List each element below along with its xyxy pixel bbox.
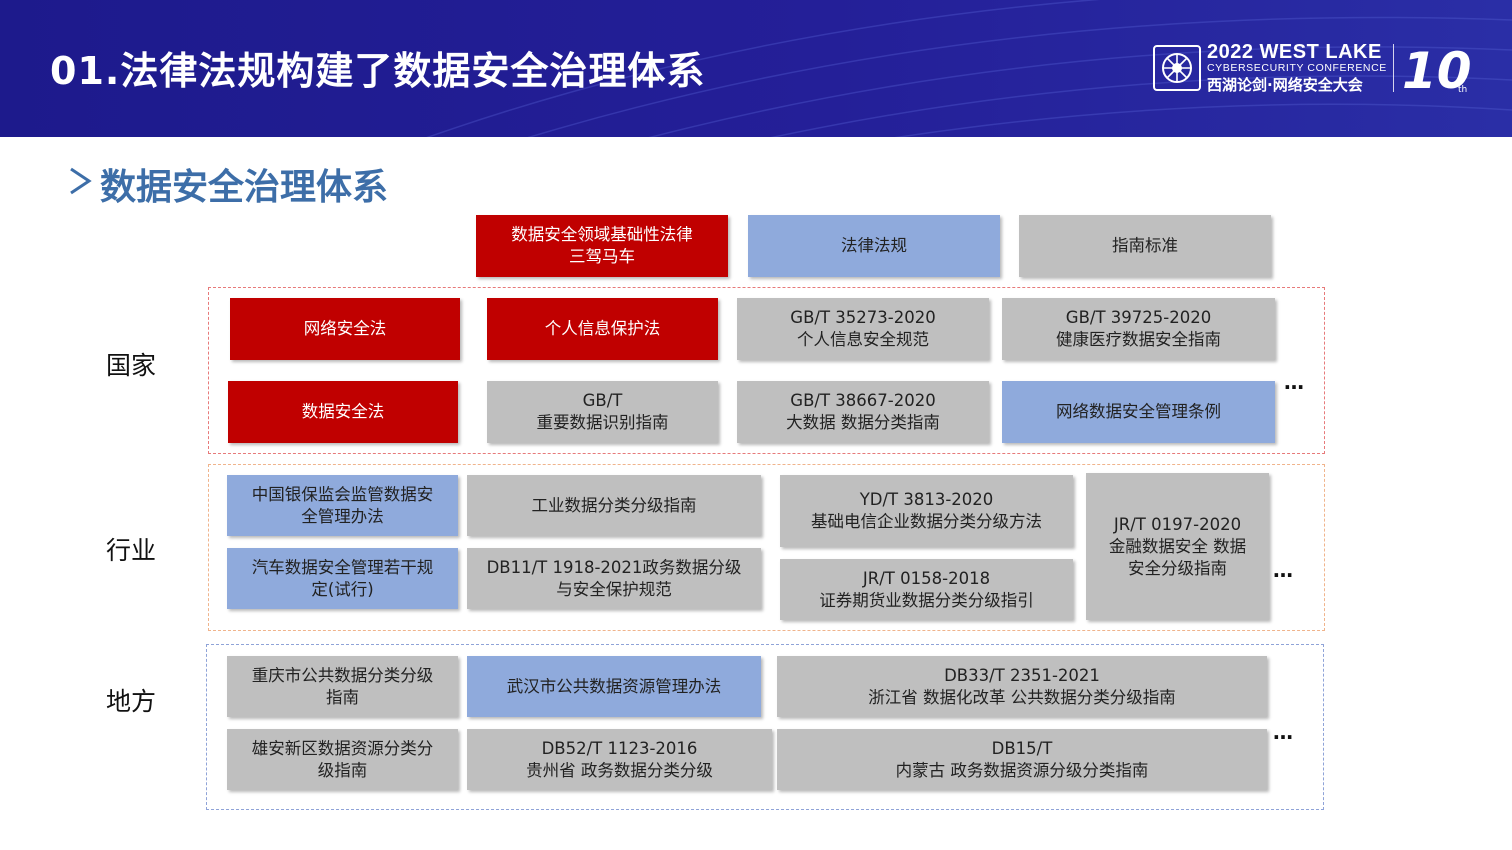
standard-db11-1918: DB11/T 1918-2021政务数据分级与安全保护规范: [467, 548, 761, 609]
legend-gray-box: 指南标准: [1019, 215, 1271, 277]
decorative-arcs: [426, 0, 1512, 137]
guide-chongqing: 重庆市公共数据分类分级指南: [227, 656, 458, 717]
guide-industrial-data: 工业数据分类分级指南: [467, 475, 761, 536]
local-more-ellipsis: …: [1273, 720, 1294, 744]
conference-emblem-icon: [1153, 45, 1201, 91]
row-label-national: 国家: [106, 351, 157, 380]
logo-line-3: 西湖论剑·网络安全大会: [1207, 76, 1363, 94]
section-subtitle: 数据安全治理体系: [100, 167, 389, 208]
conference-logo-text: 2022 WEST LAKE CYBERSECURITY CONFERENCE …: [1207, 42, 1387, 95]
header-banner: 01.法律法规构建了数据安全治理体系 2022 WEST LAKE CYBERS…: [0, 0, 1512, 137]
legend-blue-box: 法律法规: [748, 215, 1000, 277]
logo-divider: [1393, 44, 1394, 92]
national-more-ellipsis: …: [1284, 370, 1305, 394]
guide-xiongan: 雄安新区数据资源分类分级指南: [227, 729, 458, 790]
anniversary-suffix: th: [1458, 85, 1467, 95]
regulation-wuhan: 武汉市公共数据资源管理办法: [467, 656, 761, 717]
law-personal-info-protection: 个人信息保护法: [487, 298, 718, 360]
law-data-security: 数据安全法: [228, 381, 458, 443]
logo-line-2: CYBERSECURITY CONFERENCE: [1207, 62, 1387, 74]
industry-group: [208, 464, 1325, 631]
legend-red-box: 数据安全领域基础性法律三驾马车: [476, 215, 728, 277]
chevron-right-icon: [70, 167, 92, 195]
row-label-local: 地方: [106, 687, 157, 716]
anniversary-10th-icon: 10 th: [1402, 42, 1470, 96]
page-title: 01.法律法规构建了数据安全治理体系: [50, 49, 706, 93]
law-cybersecurity: 网络安全法: [230, 298, 460, 360]
anniversary-number: 10: [1402, 42, 1470, 96]
local-group: [206, 644, 1324, 810]
regulation-network-data-security: 网络数据安全管理条例: [1002, 381, 1275, 443]
national-group: [208, 287, 1325, 454]
industry-more-ellipsis: …: [1273, 558, 1294, 582]
regulation-auto-data: 汽车数据安全管理若干规定(试行): [227, 548, 458, 609]
regulation-cbirc-data: 中国银保监会监管数据安全管理办法: [227, 475, 458, 536]
row-label-industry: 行业: [106, 536, 157, 565]
logo-line-1: 2022 WEST LAKE: [1207, 41, 1382, 63]
